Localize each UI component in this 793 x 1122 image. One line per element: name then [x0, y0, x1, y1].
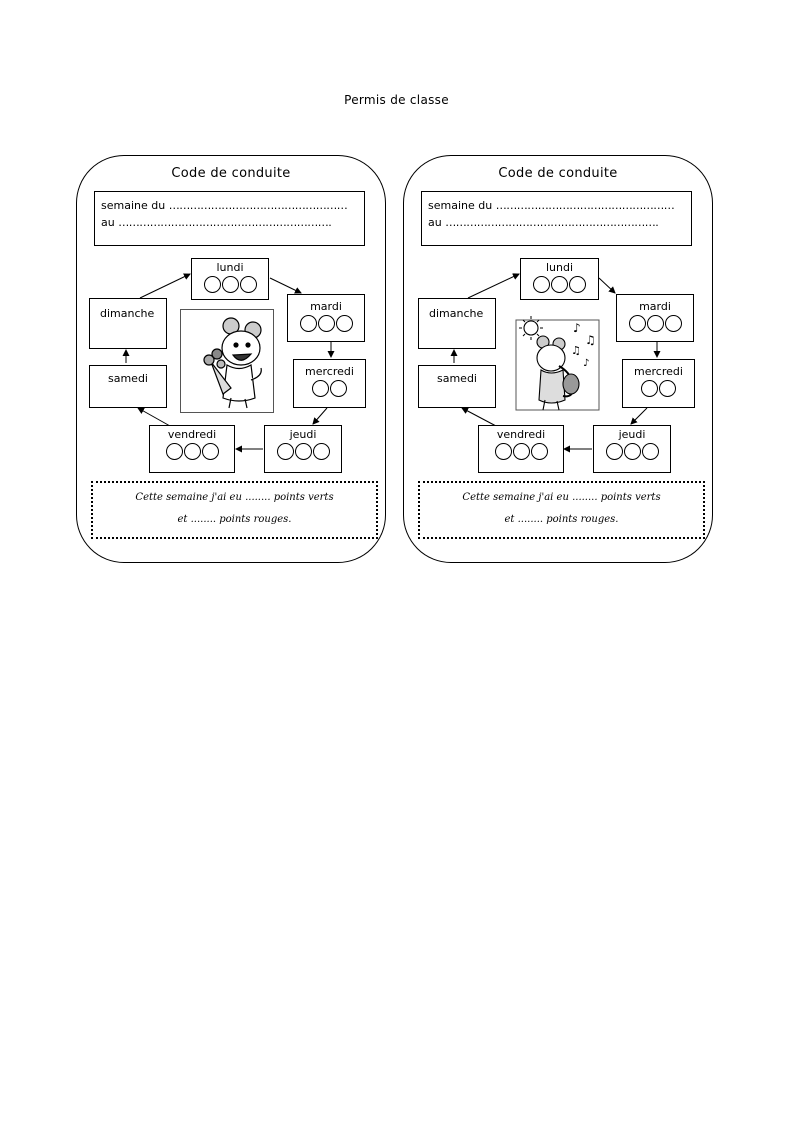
point-circle[interactable] — [299, 315, 317, 332]
week-from-dots: …………………………………………… — [168, 199, 348, 212]
svg-text:♫: ♫ — [571, 344, 581, 357]
day-box-jeudi: jeudi — [264, 425, 342, 473]
point-circles — [265, 443, 341, 460]
point-circle[interactable] — [312, 380, 329, 397]
day-box-samedi: samedi — [418, 365, 496, 408]
point-circle[interactable] — [530, 443, 548, 460]
point-circle[interactable] — [335, 315, 353, 332]
point-circle[interactable] — [317, 315, 335, 332]
day-box-mardi: mardi — [287, 294, 365, 342]
conduct-card-right: Code de conduite semaine du ………………………………… — [403, 155, 713, 563]
day-label: samedi — [437, 372, 477, 385]
week-to-dots: ……………………………………………………. — [445, 216, 659, 229]
point-circle[interactable] — [330, 380, 347, 397]
day-label: lundi — [216, 261, 244, 274]
mouse-holding-flowers-icon — [180, 309, 274, 413]
point-circle[interactable] — [312, 443, 330, 460]
week-box: semaine du …………………………………………… au ……………………… — [94, 191, 365, 246]
point-circles — [617, 315, 693, 332]
week-box: semaine du …………………………………………… au ……………………… — [421, 191, 692, 246]
point-circle[interactable] — [659, 380, 676, 397]
point-circle[interactable] — [201, 443, 219, 460]
point-circles — [294, 380, 365, 397]
point-circle[interactable] — [165, 443, 183, 460]
day-box-samedi: samedi — [89, 365, 167, 408]
week-from-label: semaine du — [428, 199, 493, 212]
points-summary-line2: et ........ points rouges. — [177, 514, 292, 525]
day-box-lundi: lundi — [520, 258, 599, 300]
week-to-label: au — [428, 216, 442, 229]
day-label: vendredi — [167, 428, 217, 441]
day-label: mardi — [310, 300, 342, 313]
week-to-dots: ……………………………………………………. — [118, 216, 332, 229]
day-box-mercredi: mercredi — [293, 359, 366, 408]
week-to-label: au — [101, 216, 115, 229]
point-circles — [479, 443, 563, 460]
point-circles — [521, 276, 598, 293]
day-label: vendredi — [496, 428, 546, 441]
day-label: lundi — [545, 261, 574, 274]
day-box-dimanche: dimanche — [418, 298, 496, 349]
day-label: jeudi — [289, 428, 317, 441]
card-title: Code de conduite — [171, 166, 291, 181]
point-circles — [288, 315, 364, 332]
points-summary-box: Cette semaine j'ai eu ........ points ve… — [91, 481, 378, 539]
day-label: dimanche — [100, 307, 155, 320]
point-circle[interactable] — [203, 276, 221, 293]
day-box-vendredi: vendredi — [478, 425, 564, 473]
svg-text:♪: ♪ — [583, 358, 589, 369]
flow-arrows — [122, 273, 335, 453]
point-circles — [623, 380, 694, 397]
day-label: mercredi — [305, 365, 354, 378]
point-circle[interactable] — [641, 443, 659, 460]
point-circles — [192, 276, 268, 293]
point-circle[interactable] — [646, 315, 664, 332]
points-summary-box: Cette semaine j'ai eu ........ points ve… — [418, 481, 705, 539]
svg-text:♪: ♪ — [573, 321, 581, 335]
point-circle[interactable] — [239, 276, 257, 293]
point-circles — [594, 443, 670, 460]
card-title: Code de conduite — [498, 166, 618, 181]
point-circle[interactable] — [628, 315, 646, 332]
point-circle[interactable] — [641, 380, 658, 397]
point-circle[interactable] — [276, 443, 294, 460]
point-circle[interactable] — [183, 443, 201, 460]
flow-arrows — [450, 273, 661, 453]
day-label: jeudi — [618, 428, 646, 441]
points-summary-line1: Cette semaine j'ai eu ........ points ve… — [462, 492, 661, 503]
point-circle[interactable] — [605, 443, 623, 460]
day-box-mardi: mardi — [616, 294, 694, 342]
day-box-lundi: lundi — [191, 258, 269, 300]
point-circle[interactable] — [533, 276, 550, 293]
point-circle[interactable] — [512, 443, 530, 460]
day-label: mardi — [639, 300, 671, 313]
week-from-dots: …………………………………………… — [495, 199, 675, 212]
points-summary-line1: Cette semaine j'ai eu ........ points ve… — [135, 492, 334, 503]
conduct-card-left: Code de conduite semaine du ………………………………… — [76, 155, 386, 563]
point-circle[interactable] — [494, 443, 512, 460]
point-circle[interactable] — [623, 443, 641, 460]
day-box-mercredi: mercredi — [622, 359, 695, 408]
day-box-vendredi: vendredi — [149, 425, 235, 473]
point-circle[interactable] — [551, 276, 568, 293]
point-circles — [150, 443, 234, 460]
day-box-dimanche: dimanche — [89, 298, 167, 349]
point-circle[interactable] — [664, 315, 682, 332]
day-label: samedi — [108, 372, 148, 385]
mouse-playing-saxophone-icon: ♪ ♫ ♫ ♪ — [513, 314, 604, 414]
day-label: dimanche — [429, 307, 484, 320]
point-circle[interactable] — [221, 276, 239, 293]
svg-text:♫: ♫ — [585, 333, 596, 347]
day-label: mercredi — [634, 365, 683, 378]
page-title: Permis de classe — [344, 93, 449, 107]
day-box-jeudi: jeudi — [593, 425, 671, 473]
point-circle[interactable] — [294, 443, 312, 460]
points-summary-line2: et ........ points rouges. — [504, 514, 619, 525]
week-from-label: semaine du — [101, 199, 166, 212]
point-circle[interactable] — [569, 276, 586, 293]
